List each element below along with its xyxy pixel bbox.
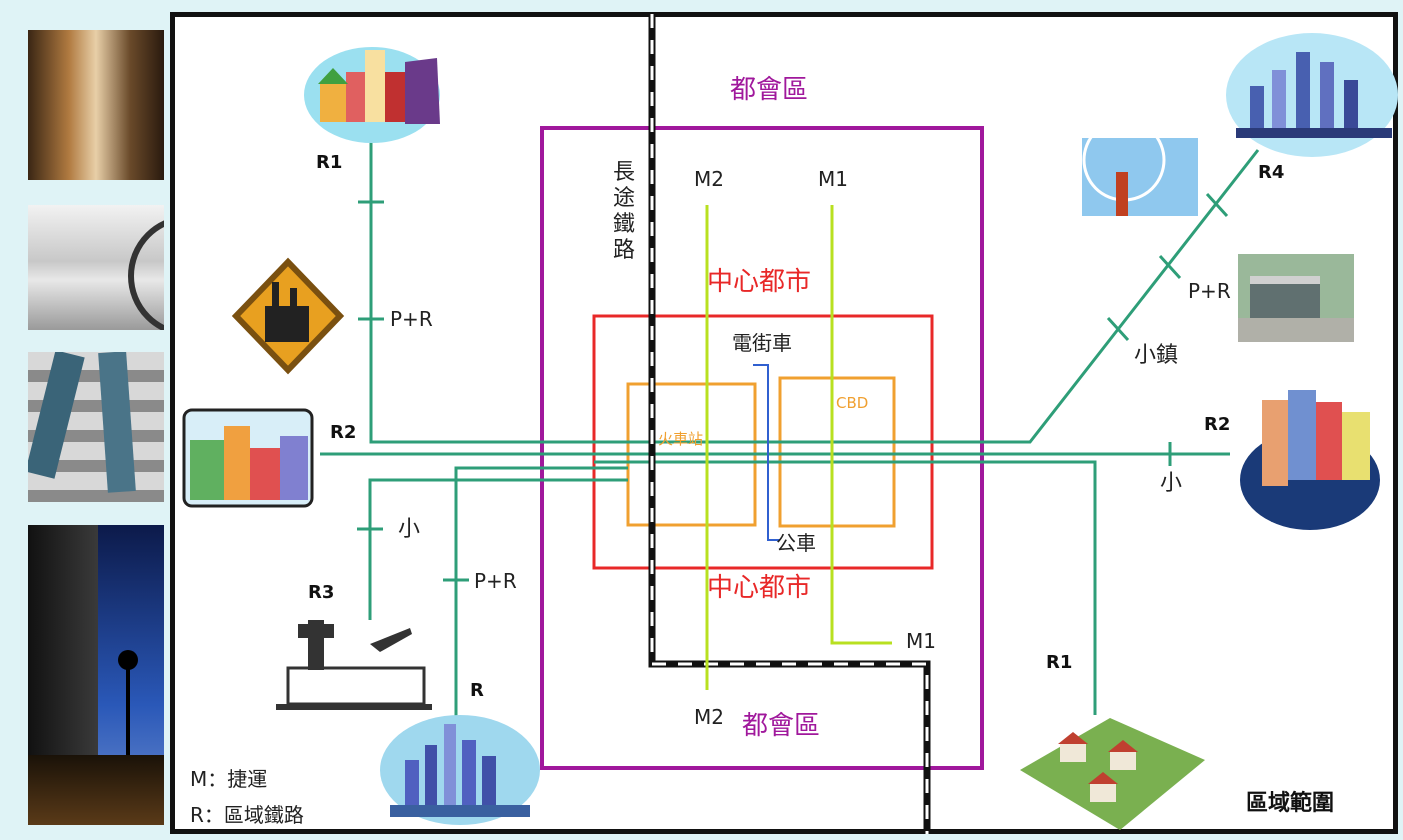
central-city-top-label: 中心都市 (707, 267, 811, 297)
tram-label: 電街車 (732, 331, 792, 355)
pr-r-label: P+R (474, 569, 517, 593)
small-r3-label: 小 (398, 517, 420, 542)
legend-r: R：區域鐵路 (190, 803, 304, 827)
r1-south-line (594, 460, 1097, 715)
central-city-bottom-label: 中心都市 (707, 573, 811, 603)
metro-area-box (540, 126, 984, 770)
airport-icon (276, 620, 432, 710)
r1-bottom-label: R1 (1046, 652, 1072, 673)
city-blocks-icon (1240, 390, 1380, 530)
photo-city-night (28, 525, 164, 825)
small-r2-label: 小 (1160, 471, 1182, 496)
r2-right-label: R2 (1204, 414, 1230, 435)
metro-area-bottom-label: 都會區 (742, 711, 820, 741)
r4-label: R4 (1258, 162, 1284, 183)
harbor-skyline-icon (1226, 33, 1398, 157)
m1-line (830, 205, 892, 645)
legend-m: M：捷運 (190, 767, 267, 791)
r2-left-label: R2 (330, 422, 356, 443)
ferris-wheel-photo-icon (1082, 118, 1198, 216)
region-label: 區域範圍 (1246, 790, 1334, 816)
r3-label: R3 (308, 582, 334, 603)
long-rail-label: 長途鐵路 (612, 160, 635, 263)
factory-warning-icon (231, 257, 345, 375)
town-houses-icon (304, 47, 440, 143)
bus-stop-photo-icon (1238, 254, 1354, 342)
bay-skyline-icon (380, 715, 540, 825)
city-cartoon-icon (182, 408, 314, 508)
photo-walking-crosswalk (28, 352, 164, 502)
m2-top-label: M2 (694, 167, 724, 191)
town-r4-label: 小鎮 (1134, 343, 1178, 368)
r1-line (369, 140, 1260, 444)
photo-steel-pipe (28, 205, 164, 330)
regional-rail-lines (320, 140, 1260, 718)
long-distance-rail-dash (650, 14, 929, 834)
cbd-label: CBD (836, 394, 868, 412)
station-label: 火車站 (658, 430, 703, 448)
m1-top-label: M1 (818, 167, 848, 191)
m2-bottom-label: M2 (694, 705, 724, 729)
r-line (454, 466, 628, 718)
cbd-box (778, 376, 896, 528)
pr-r4-label: P+R (1188, 279, 1231, 303)
r-label: R (470, 680, 484, 701)
bus-label: 公車 (776, 531, 816, 555)
bus-line (753, 364, 780, 541)
pr-r1-label: P+R (390, 307, 433, 331)
m1-bottom-label: M1 (906, 629, 936, 653)
metro-area-top-label: 都會區 (730, 75, 808, 105)
suburb-houses-icon (1020, 718, 1205, 830)
r3-line (368, 478, 628, 620)
photo-blurred-motion (28, 30, 164, 180)
r1-top-label: R1 (316, 152, 342, 173)
